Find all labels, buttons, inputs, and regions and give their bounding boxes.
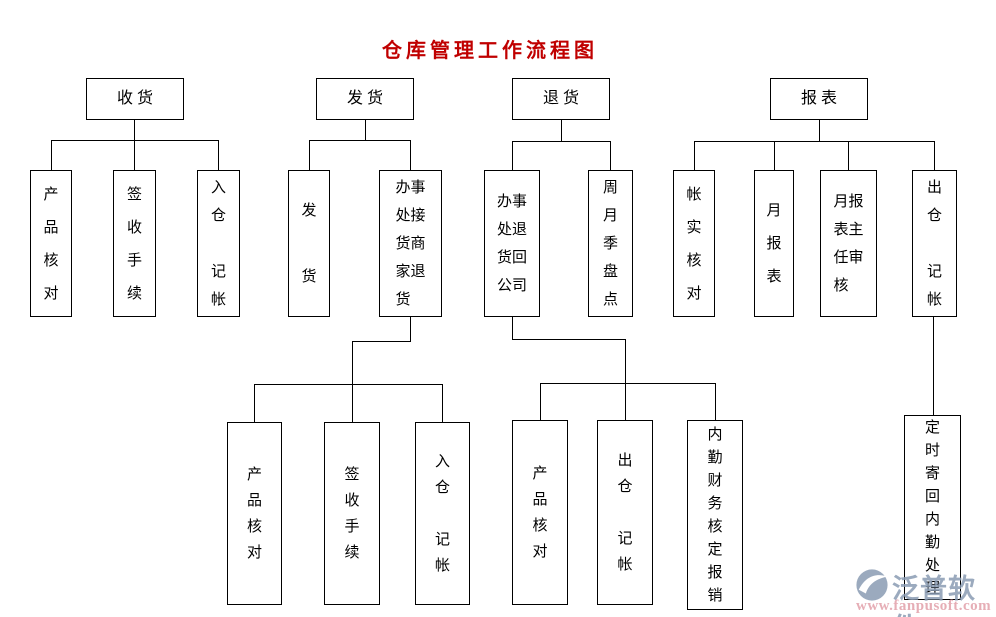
connector xyxy=(218,140,219,170)
watermark-url: www.fanpusoft.com xyxy=(856,598,992,614)
connector xyxy=(352,341,353,384)
node-label: 内 勤 财 务 核 定 报 销 xyxy=(707,426,723,604)
node-shipping-dispatch: 发 货 xyxy=(288,170,330,317)
node-label: 产 品 核 对 xyxy=(246,465,262,561)
node-reports-account-reality-check: 帐 实 核 对 xyxy=(673,170,715,317)
node-returns-back-office-finance-audit: 内 勤 财 务 核 定 报 销 xyxy=(687,420,743,610)
node-label: 周 月 季 盘 点 xyxy=(602,178,618,308)
connector xyxy=(512,317,513,339)
connector xyxy=(512,141,513,170)
connector xyxy=(625,383,626,420)
node-returns-label: 退货 xyxy=(542,90,583,107)
connector xyxy=(512,339,625,340)
node-shipping-product-check: 产 品 核 对 xyxy=(227,422,282,605)
connector xyxy=(625,339,626,383)
node-receiving-label: 收货 xyxy=(116,90,157,107)
connector xyxy=(774,141,775,170)
connector xyxy=(442,384,443,422)
connector xyxy=(365,120,366,140)
node-receiving: 收货 xyxy=(86,78,184,120)
node-returns-office-returns-to-company: 办事 处退 货回 公司 xyxy=(484,170,540,317)
node-reports-supervisor-review: 月报 表主 任审 核 xyxy=(820,170,877,317)
node-label: 签 收 手 续 xyxy=(344,465,360,561)
node-label: 签 收 手 续 xyxy=(126,185,142,302)
node-shipping-label: 发货 xyxy=(346,90,387,107)
connector xyxy=(934,141,935,170)
node-shipping-office-receives-merchant-returns: 办事 处接 货商 家退 货 xyxy=(379,170,442,317)
node-label: 办事 处接 货商 家退 货 xyxy=(395,178,426,308)
node-label: 产 品 核 对 xyxy=(532,464,548,560)
node-reports-label: 报表 xyxy=(800,90,841,107)
node-receiving-product-check: 产 品 核 对 xyxy=(30,170,72,317)
page-title: 仓库管理工作流程图 xyxy=(382,40,598,62)
node-label: 发 货 xyxy=(301,202,317,285)
connector xyxy=(254,384,255,422)
node-returns-periodic-inventory: 周 月 季 盘 点 xyxy=(588,170,633,317)
connector xyxy=(309,140,310,170)
node-label: 月 报 表 xyxy=(766,202,782,285)
connector xyxy=(51,140,52,170)
fanpu-logo-icon xyxy=(856,569,888,601)
connector xyxy=(694,141,935,142)
connector xyxy=(352,384,353,422)
node-label: 入 仓 记 帐 xyxy=(210,178,226,308)
connector xyxy=(51,140,219,141)
connector xyxy=(309,140,411,141)
connector xyxy=(933,317,934,415)
node-reports-mail-back-office-processing: 定 时 寄 回 内 勤 处 理 xyxy=(904,415,961,600)
node-shipping-warehouse-in-bookkeeping: 入 仓 记 帐 xyxy=(415,422,470,605)
node-label: 办事 处退 货回 公司 xyxy=(496,192,527,294)
node-returns: 退货 xyxy=(512,78,610,120)
connector xyxy=(352,341,411,342)
node-receiving-sign-procedure: 签 收 手 续 xyxy=(113,170,156,317)
connector xyxy=(540,383,541,420)
node-label: 帐 实 核 对 xyxy=(686,185,702,302)
node-label: 入 仓 记 帐 xyxy=(434,452,450,574)
node-shipping: 发货 xyxy=(316,78,414,120)
node-label: 出 仓 记 帐 xyxy=(617,451,633,573)
node-label: 定 时 寄 回 内 勤 处 理 xyxy=(924,418,940,597)
connector xyxy=(694,141,695,170)
connector xyxy=(561,120,562,141)
connector xyxy=(134,120,135,140)
connector xyxy=(540,383,715,384)
node-shipping-sign-procedure: 签 收 手 续 xyxy=(324,422,380,605)
node-label: 出 仓 记 帐 xyxy=(926,178,942,308)
connector xyxy=(134,140,135,170)
node-reports: 报表 xyxy=(770,78,868,120)
node-label: 产 品 核 对 xyxy=(43,185,59,302)
connector xyxy=(254,384,442,385)
node-reports-warehouse-out-bookkeeping: 出 仓 记 帐 xyxy=(912,170,957,317)
node-receiving-warehouse-in-bookkeeping: 入 仓 记 帐 xyxy=(197,170,240,317)
connector xyxy=(848,141,849,170)
connector xyxy=(410,317,411,341)
node-label: 月报 表主 任审 核 xyxy=(833,192,864,294)
connector xyxy=(512,141,611,142)
connector xyxy=(610,141,611,170)
connector xyxy=(819,120,820,141)
node-returns-product-check: 产 品 核 对 xyxy=(512,420,568,605)
connector xyxy=(410,140,411,170)
node-returns-warehouse-out-bookkeeping: 出 仓 记 帐 xyxy=(597,420,653,605)
connector xyxy=(715,383,716,420)
node-reports-monthly-report: 月 报 表 xyxy=(754,170,794,317)
